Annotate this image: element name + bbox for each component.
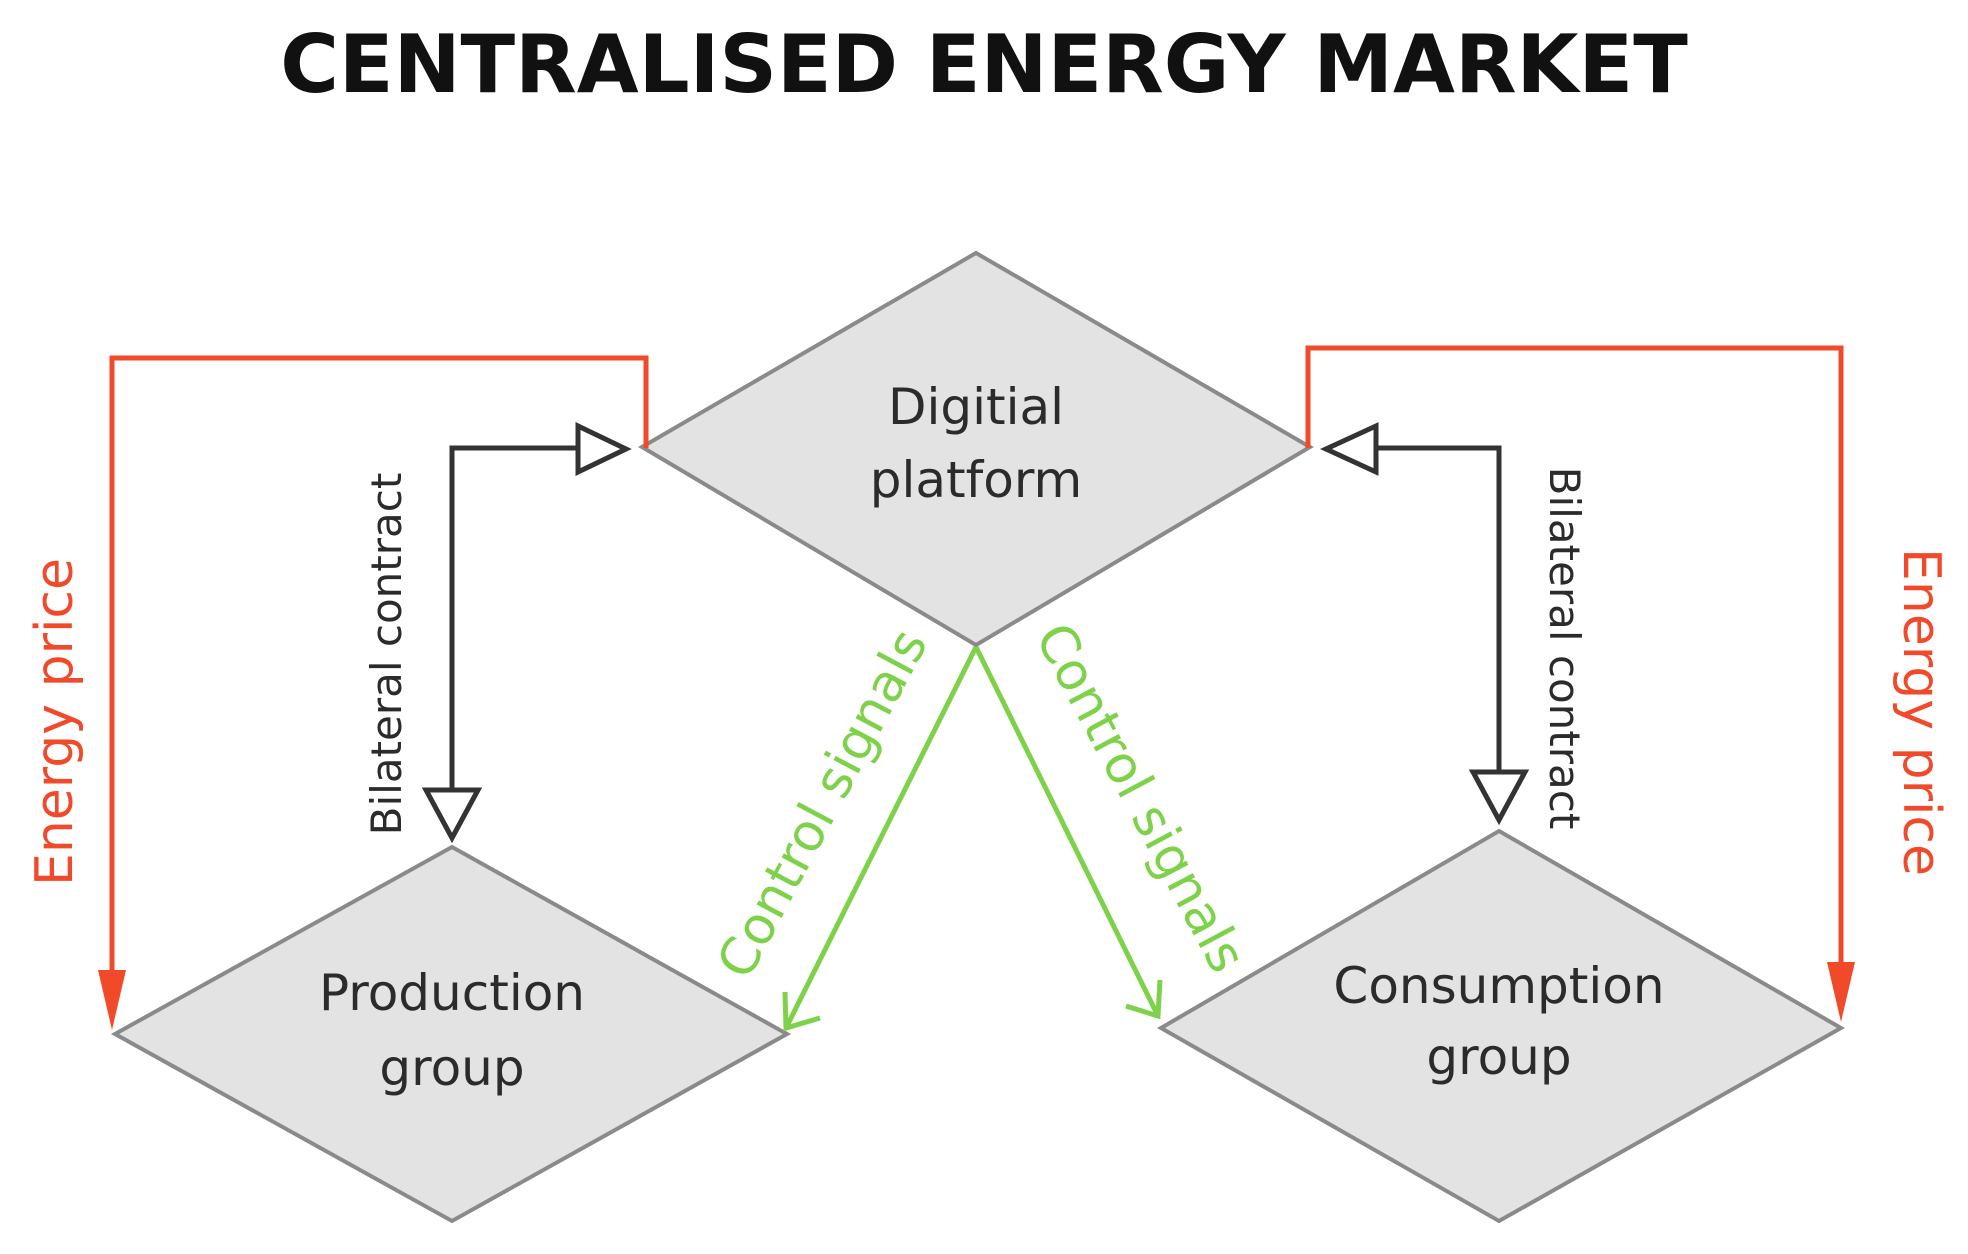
- diagram-title: CENTRALISED ENERGY MARKET: [280, 18, 1688, 111]
- energy-price-left-line: [109, 355, 649, 1000]
- production-node: Production group: [110, 844, 792, 1224]
- consumption-node: Consumption group: [1156, 828, 1846, 1224]
- energy-price-left-edge: Energy price: [25, 355, 649, 1030]
- control-signals-right-edge: Control signals: [973, 614, 1257, 1020]
- platform-label-line1: Digitial: [888, 378, 1064, 436]
- consumption-label-line1: Consumption: [1333, 957, 1664, 1015]
- bilateral-contract-right-head-consumption: [1468, 769, 1530, 826]
- energy-price-left-label: Energy price: [25, 558, 85, 886]
- control-signals-right-label: Control signals: [1023, 614, 1257, 982]
- production-diamond: [110, 844, 792, 1224]
- control-signals-right-arrowhead: [1125, 979, 1163, 1020]
- control-signals-left-label: Control signals: [706, 620, 940, 988]
- control-signals-right-line: [973, 645, 1161, 1018]
- control-signals-left-arrowhead: [782, 991, 821, 1032]
- production-label-line1: Production: [319, 964, 585, 1022]
- energy-price-right-edge: Energy price: [1305, 345, 1951, 1022]
- bilateral-contract-left-head-production: [421, 787, 483, 844]
- bilateral-contract-right-line: [1376, 445, 1502, 772]
- energy-price-right-label: Energy price: [1891, 548, 1951, 876]
- control-signals-left-edge: Control signals: [706, 620, 979, 1032]
- bilateral-contract-left-line: [449, 445, 578, 790]
- bilateral-contract-right-head-platform: [1320, 422, 1379, 476]
- energy-price-right-line: [1305, 345, 1844, 990]
- consumption-label-line2: group: [1426, 1028, 1571, 1086]
- platform-diamond: [638, 250, 1314, 648]
- bilateral-contract-left-edge: Bilateral contract: [362, 422, 632, 844]
- bilateral-contract-left-head-platform: [575, 422, 632, 476]
- bilateral-contract-left-label: Bilateral contract: [362, 473, 411, 836]
- production-label-line2: group: [379, 1039, 524, 1097]
- energy-price-left-arrowhead: [98, 970, 126, 1030]
- consumption-diamond: [1156, 828, 1846, 1224]
- bilateral-contract-right-label: Bilateral contract: [1540, 467, 1589, 830]
- control-signals-left-line: [783, 645, 979, 1030]
- energy-price-right-arrowhead: [1827, 962, 1855, 1022]
- platform-node: Digitial platform: [638, 250, 1314, 648]
- bilateral-contract-right-edge: Bilateral contract: [1320, 422, 1589, 830]
- platform-label-line2: platform: [870, 451, 1082, 509]
